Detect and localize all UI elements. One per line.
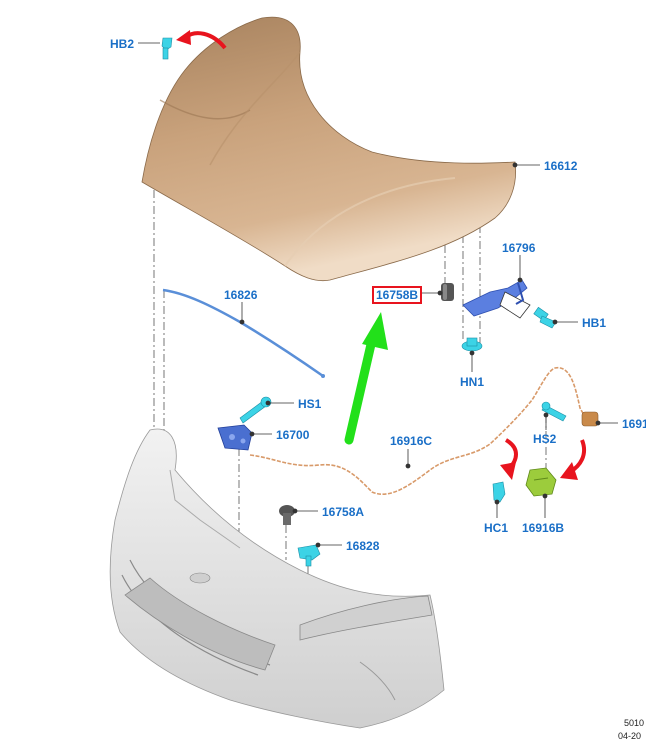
- latch-part: [217, 424, 253, 451]
- label-16916b: 16916B: [522, 521, 565, 535]
- label-16828: 16828: [346, 539, 380, 553]
- nut-hn1-icon: [461, 337, 483, 352]
- pointer-arrow-icon: [344, 312, 388, 445]
- leader-lines: [138, 42, 618, 548]
- label-16916c: 16916C: [390, 434, 433, 448]
- bolt-hs2-icon: [541, 401, 567, 422]
- label-16758a: 16758A: [322, 505, 365, 519]
- clip-16828-part: [297, 544, 321, 567]
- hood-part: [141, 16, 516, 282]
- clip-hc1-icon: [492, 481, 506, 503]
- motion-arrow-right-icon: [560, 439, 587, 480]
- label-16796: 16796: [502, 241, 536, 255]
- rotation-arrow-icon: [176, 30, 227, 50]
- motion-arrow-left-icon: [500, 438, 518, 480]
- label-16758b-highlighted: 16758B: [372, 286, 423, 304]
- label-hb1: HB1: [582, 316, 607, 330]
- label-hc1: HC1: [484, 521, 509, 535]
- front-bumper-part: [109, 428, 445, 729]
- label-1691: 1691: [622, 417, 646, 431]
- label-16612: 16612: [544, 159, 578, 173]
- hood-seal-part: [162, 288, 325, 378]
- label-hb2: HB2: [110, 37, 135, 51]
- label-16826: 16826: [224, 288, 258, 302]
- label-hn1: HN1: [460, 375, 485, 389]
- footer-date: 04-20: [618, 731, 642, 741]
- bolt-hb2-icon: [161, 37, 173, 60]
- hinge-part: [462, 279, 531, 319]
- cable-end-part: [581, 411, 599, 427]
- bolt-hs1-icon: [239, 396, 272, 424]
- cable-bracket-part: [525, 467, 557, 497]
- label-hs1: HS1: [298, 397, 322, 411]
- hood-bumper-b-part: [441, 283, 454, 301]
- bolt-hb1-icon: [533, 306, 557, 329]
- release-cable-part: [249, 367, 593, 495]
- label-hs2: HS2: [533, 432, 557, 446]
- hood-bumper-a-part: [279, 505, 295, 525]
- footer-code: 5010: [624, 718, 645, 728]
- label-16700: 16700: [276, 428, 310, 442]
